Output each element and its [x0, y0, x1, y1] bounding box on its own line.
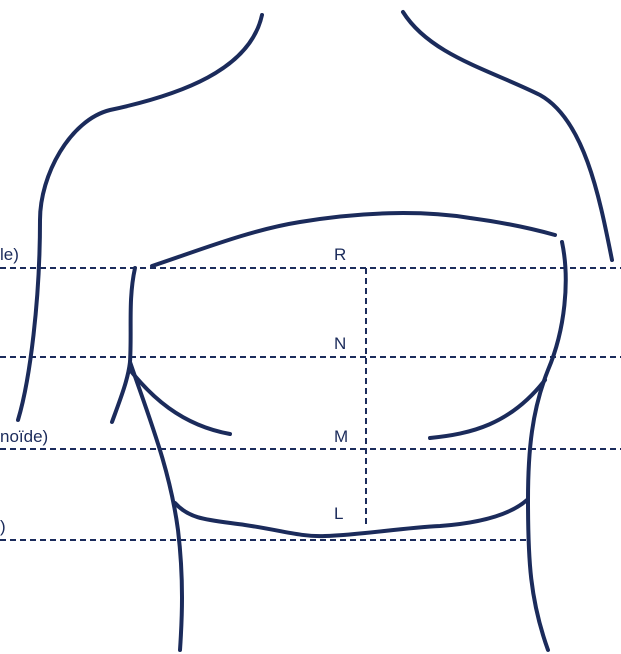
- right-body-side-outline: [528, 242, 566, 650]
- waist-outline: [175, 500, 527, 536]
- marker-r: R: [334, 245, 346, 264]
- level-markers: R N M L: [334, 245, 348, 523]
- left-shoulder-outline: [18, 15, 262, 420]
- side-label-l: ): [0, 517, 6, 536]
- right-pectoral-outline: [430, 380, 545, 438]
- torso-outline: [18, 12, 612, 650]
- left-arm-inner-outline: [112, 268, 135, 422]
- side-label-m: noïde): [0, 427, 48, 446]
- marker-l: L: [334, 504, 343, 523]
- left-body-side-outline: [130, 362, 182, 650]
- marker-n: N: [334, 334, 346, 353]
- side-label-r: le): [0, 245, 19, 264]
- marker-m: M: [334, 427, 348, 446]
- chest-upper-outline: [152, 213, 555, 266]
